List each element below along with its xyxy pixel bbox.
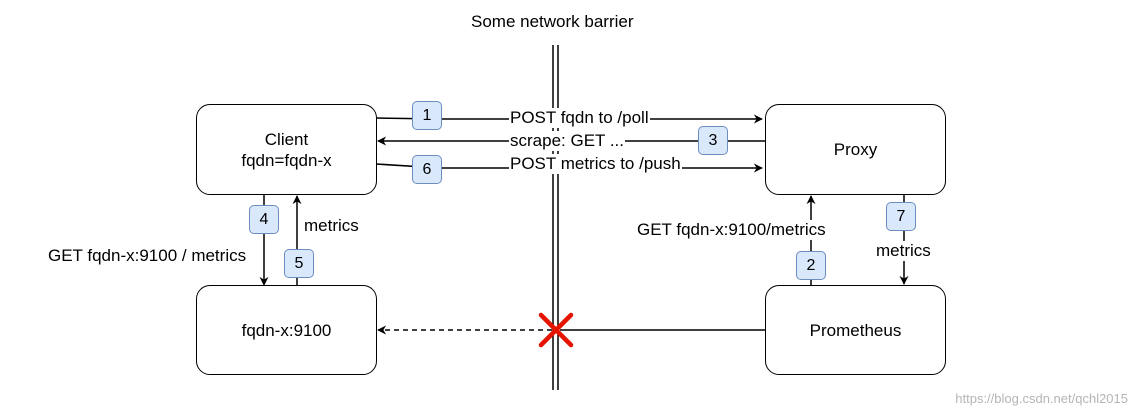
client-node: Client fqdn=fqdn-x [196, 104, 377, 195]
step-badge-2: 2 [796, 251, 826, 280]
edge-label-post-push: POST metrics to /push [509, 154, 682, 174]
proxy-node-label: Proxy [833, 140, 878, 159]
barrier-title: Some network barrier [471, 12, 634, 31]
prometheus-node-label: Prometheus [809, 320, 902, 340]
step-badge-5: 5 [284, 249, 314, 278]
watermark-url: https://blog.csdn.net/qchl2015 [955, 391, 1128, 406]
proxy-node: Proxy [765, 104, 946, 195]
step-badge-6: 6 [412, 155, 442, 184]
client-node-fqdn: fqdn=fqdn-x [241, 150, 332, 170]
edge-label-post-poll: POST fqdn to /poll [509, 108, 650, 128]
step-badge-1: 1 [412, 101, 442, 130]
step-badge-7: 7 [886, 202, 916, 231]
edge-label-scrape-get: scrape: GET ... [509, 131, 626, 151]
edge-label-metrics-client: metrics [304, 216, 359, 235]
step-badge-3: 3 [698, 126, 728, 155]
edge-label-metrics-proxy: metrics [874, 241, 933, 261]
target-node: fqdn-x:9100 [196, 285, 377, 375]
edge-label-get-client: GET fqdn-x:9100 / metrics [48, 246, 247, 266]
edge-label-get-proxy: GET fqdn-x:9100/metrics [637, 220, 826, 240]
prometheus-node: Prometheus [765, 285, 946, 375]
red-x-cross-icon [538, 312, 574, 348]
step-badge-4: 4 [249, 205, 279, 234]
client-node-title: Client [264, 129, 309, 149]
target-node-label: fqdn-x:9100 [241, 320, 332, 340]
